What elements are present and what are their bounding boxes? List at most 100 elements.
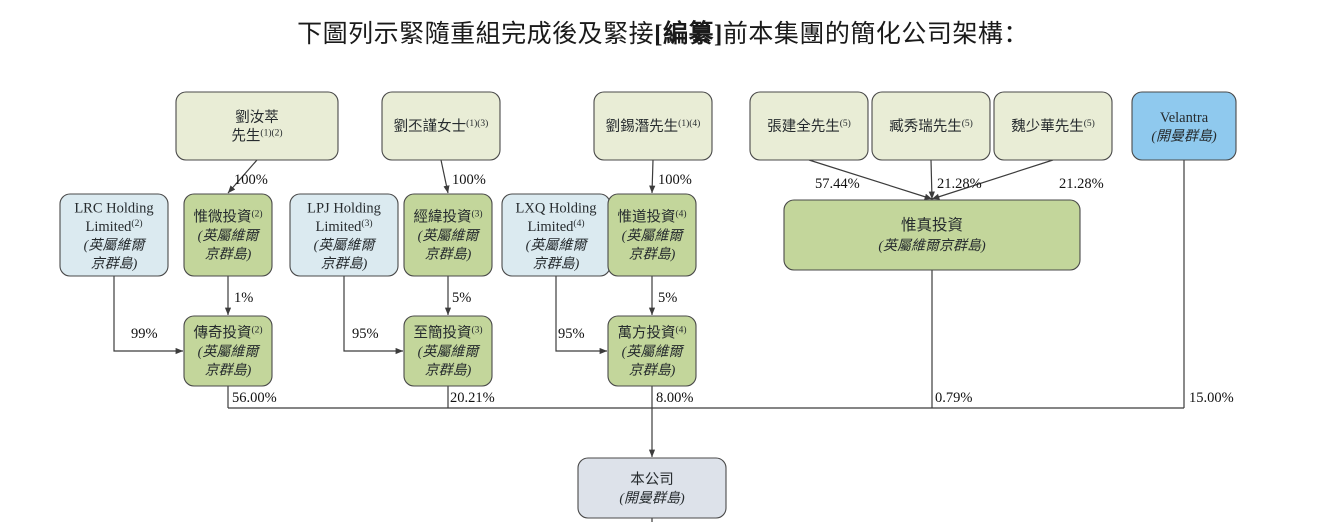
edge-label-liu_ruzui-to-weiwei: 100% [234, 172, 268, 188]
edge-wei_sh-to-weizhen [931, 159, 1054, 200]
node-box [593, 91, 713, 161]
node-company[interactable]: 本公司(開曼群島) [577, 457, 727, 519]
edge-label-jingwei-to-zhijian: 5% [452, 290, 471, 306]
node-text-line: LRC Holding [74, 200, 153, 216]
node-text-line: (英屬維爾 [84, 237, 147, 253]
edge-label-zhijian-to-company: 20.21% [450, 390, 495, 406]
node-text-line: (英屬維爾 [314, 237, 377, 253]
node-box [403, 315, 493, 387]
edge-label-lxq-to-wanfang: 95% [558, 326, 585, 342]
node-text-line: 臧秀瑞先生(5) [889, 117, 973, 135]
title-bracket-open: [ [654, 21, 663, 48]
node-wanfang[interactable]: 萬方投資(4) (英屬維爾京群島) [607, 315, 697, 387]
node-text-line: 惟真投資 [901, 216, 963, 234]
node-footnote-sup: (3) [471, 325, 482, 336]
node-box [381, 91, 501, 161]
node-text-line: (開曼群島) [1151, 128, 1217, 144]
edge-label-zhang_jq-to-weizhen: 57.44% [815, 176, 860, 192]
edge-label-weidao-to-wanfang: 5% [658, 290, 677, 306]
edge-label-lpj-to-zhijian: 95% [352, 326, 379, 342]
edge-label-liu_pijin-to-jingwei: 100% [452, 172, 486, 188]
node-text-line: 京群島) [629, 363, 676, 379]
node-text-line: 經緯投資(3) [413, 209, 482, 226]
node-weiwei[interactable]: 惟微投資(2)(英屬維爾京群島) [183, 193, 273, 277]
edge-liu_pijin-to-jingwei [440, 159, 450, 194]
node-text-line: (英屬維爾京群島) [878, 238, 986, 254]
edge-liu_ruzui-to-weiwei [227, 159, 258, 194]
node-text-line: 魏少華先生(5) [1011, 118, 1095, 135]
title-bold-term: 編纂 [662, 21, 714, 48]
node-zang_xr[interactable]: 臧秀瑞先生(5) [871, 91, 991, 161]
node-text-line: Limited(3) [316, 218, 373, 235]
node-text-line: 京群島) [91, 256, 138, 272]
edge-label-weizhen-to-company: 0.79% [935, 390, 972, 406]
node-text-line: Limited(2) [86, 218, 143, 235]
node-box [183, 315, 273, 387]
node-text-line: 劉錫潛先生(1)(4) [606, 118, 701, 135]
node-liu_pijin[interactable]: 劉丕謹女士(1)(3) [381, 91, 501, 161]
node-footnote-sup: (1)(4) [678, 118, 700, 129]
node-text-line: Limited(4) [528, 218, 585, 235]
node-text-line: (英屬維爾 [198, 344, 261, 360]
node-box [607, 193, 697, 277]
node-box [289, 193, 399, 277]
node-velantra[interactable]: Velantra (開曼群島) [1131, 91, 1237, 161]
node-weizhen[interactable]: 惟真投資 (英屬維爾京群島) [783, 199, 1081, 271]
node-box [607, 315, 697, 387]
node-jingwei[interactable]: 經緯投資(3)(英屬維爾京群島) [403, 193, 493, 277]
node-footnote-sup: (4) [675, 325, 686, 336]
node-text-line: 京群島) [321, 256, 368, 272]
node-text-line: 京群島) [533, 256, 580, 272]
node-chuanqi[interactable]: 傳奇投資(2) (英屬維爾京群島) [183, 315, 273, 387]
node-text-line: (英屬維爾 [622, 344, 685, 360]
node-weidao[interactable]: 惟道投資(4) (英屬維爾京群島) [607, 193, 697, 277]
label-layer: 100%100%100%57.44%21.28%21.28%1%5%5%99%9… [131, 172, 1234, 406]
node-wei_sh[interactable]: 魏少華先生(5) [993, 91, 1113, 161]
node-text-line: (英屬維爾 [622, 228, 685, 244]
node-footnote-sup: (3) [471, 209, 482, 220]
title-suffix: 前本集團的簡化公司架構： [722, 21, 1029, 48]
edge-label-lrc-to-chuanqi: 99% [131, 326, 158, 342]
edge-label-velantra-to-company: 15.00% [1189, 390, 1234, 406]
node-text-line: 萬方投資(4) [617, 325, 686, 342]
node-text-line: 京群島) [425, 247, 472, 263]
node-text-line: LPJ Holding [307, 200, 381, 216]
node-text-line: 至簡投資(3) [413, 325, 482, 342]
node-footnote-sup: (1)(3) [466, 118, 488, 129]
node-box [749, 91, 869, 161]
node-box [175, 91, 339, 161]
title-bracket-close: ] [714, 21, 723, 48]
node-text-line: 傳奇投資(2) [193, 325, 262, 342]
node-text-line: 京群島) [205, 363, 252, 379]
node-text-line: 京群島) [629, 247, 676, 263]
node-text-line: (英屬維爾 [526, 237, 589, 253]
edge-label-chuanqi-to-company: 56.00% [232, 390, 277, 406]
node-text-line: 京群島) [425, 363, 472, 379]
title-prefix: 下圖列示緊隨重組完成後及緊接 [297, 21, 655, 48]
node-text-line: Velantra [1160, 110, 1209, 126]
node-text-line: LXQ Holding [516, 200, 597, 216]
node-footnote-sup: (1)(2) [260, 127, 282, 138]
node-footnote-sup: (4) [573, 218, 584, 229]
node-box [993, 91, 1113, 161]
edge-label-wei_sh-to-weizhen: 21.28% [1059, 176, 1104, 192]
node-text-line: (開曼群島) [619, 490, 685, 506]
node-footnote-sup: (4) [675, 209, 686, 220]
node-footnote-sup: (2) [251, 209, 262, 220]
node-zhang_jq[interactable]: 張建全先生(5) [749, 91, 869, 161]
node-footnote-sup: (5) [1084, 118, 1095, 129]
node-liu_xiqian[interactable]: 劉錫潛先生(1)(4) [593, 91, 713, 161]
edge-label-liu_xiqian-to-weidao: 100% [658, 172, 692, 188]
node-box [183, 193, 273, 277]
edge-liu_xiqian-to-weidao [649, 159, 656, 194]
node-footnote-sup: (5) [840, 118, 851, 129]
edge-layer [113, 159, 1185, 522]
edge-label-wanfang-to-company: 8.00% [656, 390, 693, 406]
node-zhijian[interactable]: 至簡投資(3)(英屬維爾京群島) [403, 315, 493, 387]
node-text-line: 惟道投資(4) [617, 209, 686, 226]
